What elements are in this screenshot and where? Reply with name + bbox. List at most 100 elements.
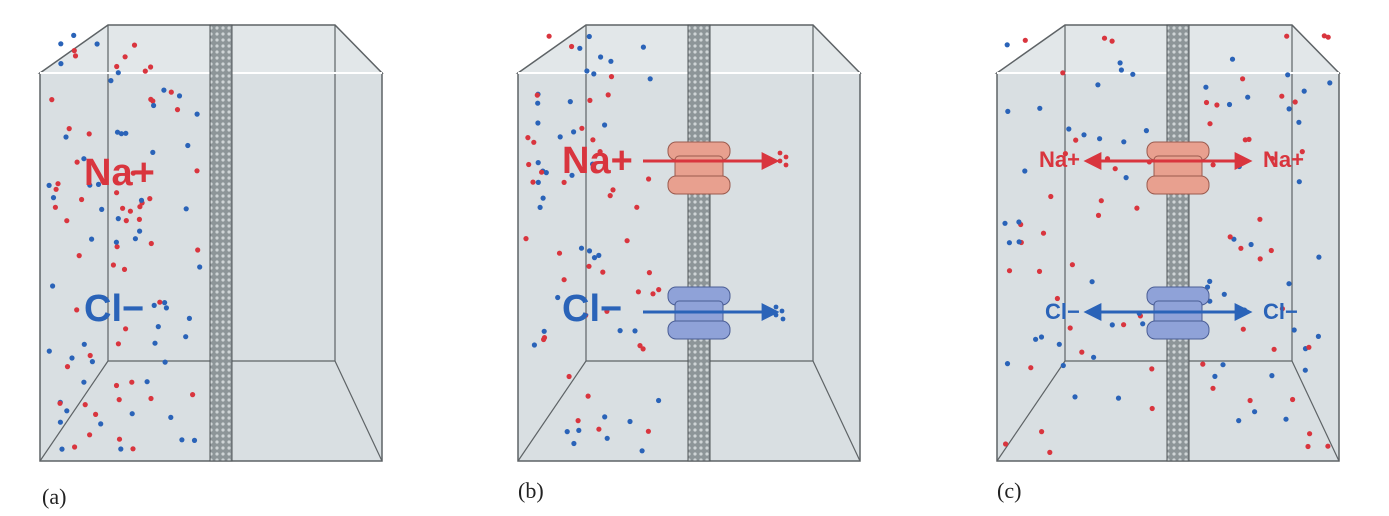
sodium-ion	[120, 205, 126, 211]
sodium-ion	[1098, 198, 1104, 204]
chloride-ion	[555, 294, 561, 301]
chloride-ion	[1016, 239, 1022, 245]
sodium-ion	[597, 149, 603, 155]
sodium-ion	[93, 411, 99, 417]
chloride-ion	[162, 300, 168, 306]
chloride-ion	[656, 397, 662, 404]
chloride-ion	[576, 427, 582, 433]
chloride-ion	[1229, 56, 1236, 62]
sodium-ion	[1062, 151, 1068, 157]
sodium-ion	[1238, 245, 1244, 251]
sodium-ion	[546, 33, 552, 39]
chloride-ion	[1089, 279, 1095, 285]
chloride-ion	[1203, 84, 1209, 90]
sodium-ion	[1006, 268, 1013, 274]
chloride-ion	[531, 342, 537, 348]
chloride-ion	[584, 68, 590, 74]
sodium-ion	[523, 236, 529, 242]
chloride-ion	[1236, 418, 1242, 424]
chloride-ion	[168, 414, 174, 420]
sodium-ion	[556, 250, 563, 256]
sodium-ion	[1240, 326, 1246, 332]
sodium-ion	[561, 179, 567, 185]
sodium-ion	[1271, 346, 1277, 352]
chloride-ion	[1022, 168, 1028, 174]
sodium-ion	[74, 159, 80, 165]
sodium-ion	[596, 426, 602, 432]
sodium-ion	[123, 326, 129, 332]
sodium-ion	[79, 196, 85, 203]
chloride-ion	[58, 61, 64, 67]
sodium-ion	[1290, 396, 1296, 403]
chloride-ion	[50, 195, 57, 201]
sodium-ion	[783, 154, 789, 160]
chloride-ion	[1056, 341, 1062, 347]
sodium-ion	[1269, 155, 1275, 162]
sodium-ion	[148, 96, 154, 102]
chloride-ion	[185, 142, 191, 149]
sodium-ion	[1067, 325, 1073, 331]
sodium-ion	[640, 346, 646, 352]
chloride-ion	[591, 255, 598, 261]
sodium-ion	[148, 395, 154, 402]
chloride-ion	[586, 248, 593, 254]
chloride-ion	[567, 99, 573, 105]
sodium-ion	[110, 262, 116, 268]
sodium-channel	[1146, 141, 1210, 195]
chloride-ion	[115, 216, 121, 222]
chloride-ion	[1121, 139, 1127, 145]
sodium-ion	[64, 218, 70, 224]
chloride-ion	[541, 328, 547, 334]
chloride-ion	[617, 328, 623, 334]
sodium-ion	[174, 107, 181, 113]
chloride-ion	[1004, 42, 1010, 48]
sodium-ion	[610, 187, 616, 193]
chloride-ion	[640, 44, 646, 50]
chloride-ion	[1006, 240, 1012, 246]
sodium-ion	[586, 263, 592, 269]
sodium-ion	[1214, 102, 1220, 108]
chloride-ion	[780, 316, 786, 322]
chloride-ion	[773, 304, 779, 310]
chloride-ion	[114, 129, 121, 135]
chloride-ion	[1296, 119, 1302, 125]
chloride-ion	[69, 355, 75, 361]
sodium-ion	[129, 379, 135, 385]
sodium-ion	[579, 125, 585, 131]
sodium-ion	[116, 436, 123, 442]
chloride-ion	[1245, 94, 1251, 100]
chloride-ion	[569, 172, 575, 178]
chloride-ion	[535, 179, 541, 185]
panel-a-label: (a)	[42, 484, 67, 509]
chloride-ion	[191, 437, 198, 443]
membrane	[209, 24, 233, 462]
sodium-ion	[1257, 256, 1263, 262]
sodium-ion	[1028, 365, 1034, 371]
sodium-ion	[123, 218, 129, 224]
chloride-ion	[87, 182, 93, 188]
sodium-ion	[72, 444, 78, 450]
sodium-right-label: Na+	[1263, 147, 1304, 172]
sodium-ion	[645, 428, 651, 434]
chloride-ion	[81, 156, 87, 162]
sodium-ion	[590, 137, 596, 143]
sodium-ion	[1203, 99, 1210, 106]
sodium-ion	[1325, 443, 1331, 449]
panel-c-label: (c)	[997, 478, 1022, 503]
chloride-ion	[602, 414, 608, 420]
sodium-ion	[656, 287, 662, 293]
chloride-ion	[151, 102, 157, 109]
chloride-ion	[1016, 219, 1022, 225]
chloride-ion	[1140, 321, 1146, 327]
sodium-ion	[1022, 37, 1028, 43]
sodium-ion	[575, 418, 581, 424]
chloride-ion	[1066, 126, 1072, 132]
sodium-ion	[1149, 405, 1155, 412]
chloride-ion	[46, 348, 52, 354]
sodium-ion	[52, 204, 58, 210]
sodium-ion	[1306, 344, 1312, 350]
chloride-ion	[1220, 362, 1226, 368]
chloride-ion	[1123, 175, 1129, 181]
sodium-ion	[1307, 431, 1313, 437]
sodium-ion	[1003, 441, 1009, 447]
